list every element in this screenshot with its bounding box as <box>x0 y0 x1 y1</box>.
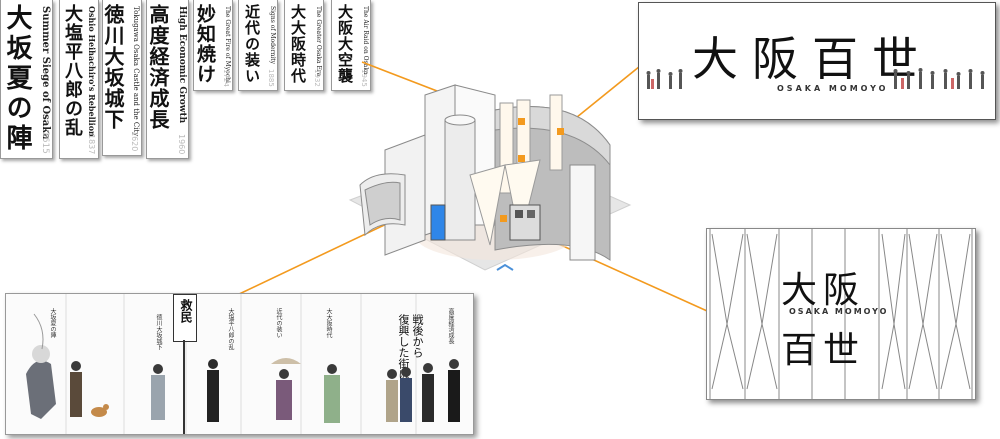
man-figure-2 <box>151 364 165 420</box>
banner-year: 1724 <box>222 69 230 87</box>
banner-title: 徳川大坂城下 <box>102 4 125 130</box>
strip-caption: 近代の装い <box>275 308 282 338</box>
sign-pole <box>183 340 185 434</box>
banner-year: 1620 <box>130 130 139 151</box>
logo-wordmark-line1: 大阪 <box>781 270 866 311</box>
banner-title: 大塩平八郎の乱 <box>62 4 83 137</box>
banner-subtitle: The Air Raid on Osaka <box>362 6 369 75</box>
logo-panel-right: 大阪 OSAKA MOMOYO 百世 <box>706 228 976 400</box>
banner-subtitle: The Greater Osaka Era <box>315 6 322 77</box>
illustrated-strip: 大坂夏の陣 徳川大坂城下 大塩平八郎の乱 近代の装い 大大阪時代 戦後から 復興… <box>5 293 474 435</box>
banner-subtitle: Signs of Modernity <box>269 6 276 65</box>
samurai-figure <box>26 313 56 419</box>
banner-greater-osaka: 大大阪時代 The Greater Osaka Era 1932 <box>284 0 324 91</box>
woman-parasol-figure <box>271 358 301 420</box>
logo-wordmark: 大阪百世 <box>692 32 932 86</box>
banner-subtitle: High Economic Growth <box>177 6 187 124</box>
banner-title: 大坂夏の陣 <box>2 4 32 154</box>
banner-subtitle: The Great Fire of Myochi <box>224 6 231 83</box>
banner-year: 1885 <box>267 69 275 87</box>
banner-title: 近代の装い <box>243 4 261 84</box>
banner-title: 大阪大空襲 <box>336 4 354 84</box>
logo-wordmark-line2: 百世 <box>781 330 866 371</box>
strip-caption: 徳川大坂城下 <box>155 314 162 350</box>
man-figure-3 <box>207 359 219 422</box>
banner-year: 1932 <box>313 69 321 87</box>
logo-panel-top: 大阪百世 OSAKA MOMOYO <box>638 2 996 120</box>
kimono-figure <box>324 364 340 423</box>
banner-year: 1960 <box>177 133 186 154</box>
banner-summer-siege: 大坂夏の陣 Summer Siege of Osaka 1615 <box>0 0 53 159</box>
logo-subtitle: OSAKA MOMOYO <box>789 307 889 316</box>
logo-subtitle: OSAKA MOMOYO <box>777 84 889 93</box>
banner-title: 妙知焼け <box>194 4 216 84</box>
banner-subtitle: Oshio Heihachiro's Rebellion <box>87 6 97 137</box>
strip-caption: 高度経済成長 <box>447 308 454 344</box>
banner-tokugawa: 徳川大坂城下 Tokugawa Osaka Castle and the Cit… <box>102 0 142 156</box>
protest-sign: 救民 <box>173 294 197 342</box>
strip-caption: 大坂夏の陣 <box>49 308 56 338</box>
family-figures <box>386 359 460 422</box>
strip-caption: 戦後から <box>411 314 424 358</box>
figures-row-icon <box>646 68 985 89</box>
banner-year: 1615 <box>40 131 50 154</box>
banner-high-growth: 高度経済成長 High Economic Growth 1960 <box>146 0 189 159</box>
people-illustration <box>26 313 460 423</box>
strip-caption: 大大阪時代 <box>325 308 332 338</box>
triangle-panels <box>709 229 973 399</box>
dog-figure <box>91 404 109 417</box>
man-figure-1 <box>70 361 82 417</box>
banner-title: 大大阪時代 <box>289 4 307 84</box>
banner-year: 1837 <box>87 133 96 154</box>
strip-caption: 大塩平八郎の乱 <box>227 308 234 350</box>
exhibit-isometric-drawing <box>348 84 632 271</box>
banner-oshio-rebellion: 大塩平八郎の乱 Oshio Heihachiro's Rebellion 183… <box>59 0 99 159</box>
banner-air-raid: 大阪大空襲 The Air Raid on Osaka 1945 <box>331 0 371 91</box>
banner-title: 高度経済成長 <box>146 4 170 130</box>
sign-text: 救民 <box>179 299 193 323</box>
banner-modernity: 近代の装い Signs of Modernity 1885 <box>238 0 278 91</box>
banner-subtitle: Tokugawa Osaka Castle and the City <box>132 6 140 137</box>
banner-year: 1945 <box>360 69 368 87</box>
banner-subtitle: Summer Siege of Osaka <box>40 6 51 140</box>
banner-myochi-fire: 妙知焼け The Great Fire of Myochi 1724 <box>193 0 233 91</box>
strip-caption: 復興した街は <box>397 314 410 380</box>
